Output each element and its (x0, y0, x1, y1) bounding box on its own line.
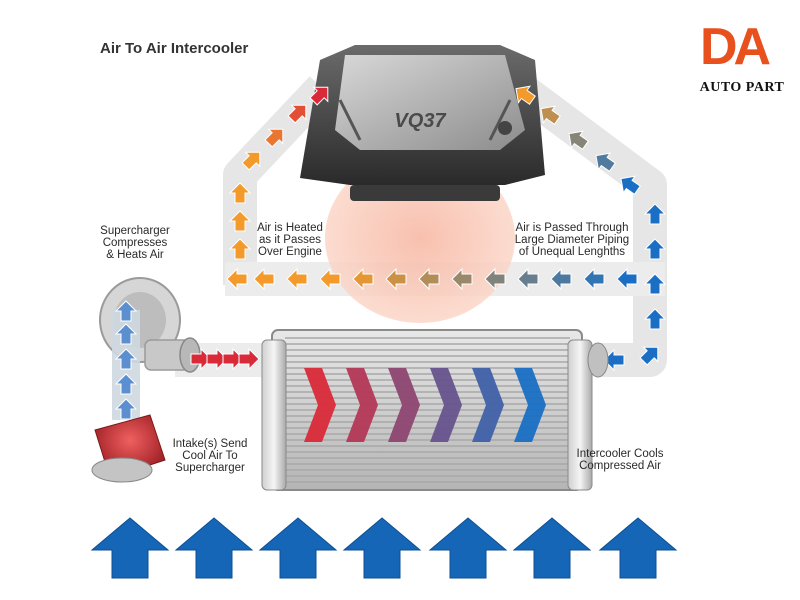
brand-logo-mark: DA (700, 18, 771, 76)
flow-arrow (484, 267, 506, 291)
core-flow-arrow (388, 368, 420, 442)
flow-arrow (114, 373, 138, 395)
flow-arrow (451, 267, 473, 291)
flow-arrow (418, 267, 440, 291)
flow-arrow (222, 347, 244, 371)
flow-arrow (114, 348, 138, 370)
core-flow-arrow (346, 368, 378, 442)
flow-arrow (352, 267, 374, 291)
supercharger (99, 277, 201, 420)
ambient-air-arrow (90, 517, 170, 579)
flow-arrow (583, 267, 605, 291)
diagram-title: Air To Air Intercooler (100, 40, 249, 57)
core-flow-arrow (514, 368, 546, 442)
flow-arrow (253, 267, 275, 291)
flow-arrow (238, 347, 260, 371)
flow-arrow (190, 347, 212, 371)
flow-arrow (228, 182, 252, 204)
flow-arrow (319, 267, 341, 291)
flow-arrow (114, 323, 138, 345)
ambient-air-arrows (90, 517, 678, 579)
flow-arrow (616, 267, 638, 291)
flow-arrow (228, 210, 252, 232)
core-flow-arrow (472, 368, 504, 442)
ambient-air-arrow (512, 517, 592, 579)
intercooler-core-arrows (304, 368, 546, 442)
flow-arrow (264, 128, 284, 148)
engine-cover (300, 45, 545, 201)
flow-arrow (309, 86, 329, 106)
flow-arrow (226, 267, 248, 291)
flow-arrow (114, 398, 138, 420)
flow-arrow (241, 151, 261, 171)
ambient-air-arrow (428, 517, 508, 579)
flow-arrow (517, 267, 539, 291)
flow-arrow (385, 267, 407, 291)
ambient-air-arrow (174, 517, 254, 579)
flow-arrow (286, 267, 308, 291)
flow-arrows (226, 85, 667, 372)
brand-logo: DA (700, 20, 780, 75)
ambient-air-arrow (598, 517, 678, 579)
flow-arrow (639, 346, 659, 366)
flow-arrow (515, 85, 536, 105)
flow-arrow (643, 203, 667, 225)
flow-arrow (643, 273, 667, 295)
engine-label: VQ37 (394, 110, 446, 132)
flow-arrow (643, 308, 667, 330)
flow-arrow (287, 104, 307, 124)
hot-air-inlet-arrows (190, 347, 260, 371)
flow-arrow (620, 175, 641, 195)
flow-arrow (114, 300, 138, 322)
flow-arrow (550, 267, 572, 291)
supercharger-intake-arrows (114, 300, 138, 420)
flow-arrow (603, 348, 625, 372)
flow-arrow (228, 238, 252, 260)
core-flow-arrow (430, 368, 462, 442)
flow-arrow (540, 105, 561, 125)
flow-arrow (568, 130, 589, 150)
ambient-air-arrow (258, 517, 338, 579)
brand-name: AUTO PART (699, 80, 785, 95)
flow-arrow (206, 347, 228, 371)
air-filter (91, 414, 166, 483)
flow-arrow (643, 238, 667, 260)
intercooler (261, 329, 609, 491)
ambient-air-arrow (342, 517, 422, 579)
core-flow-arrow (304, 368, 336, 442)
flow-arrow (595, 152, 616, 172)
